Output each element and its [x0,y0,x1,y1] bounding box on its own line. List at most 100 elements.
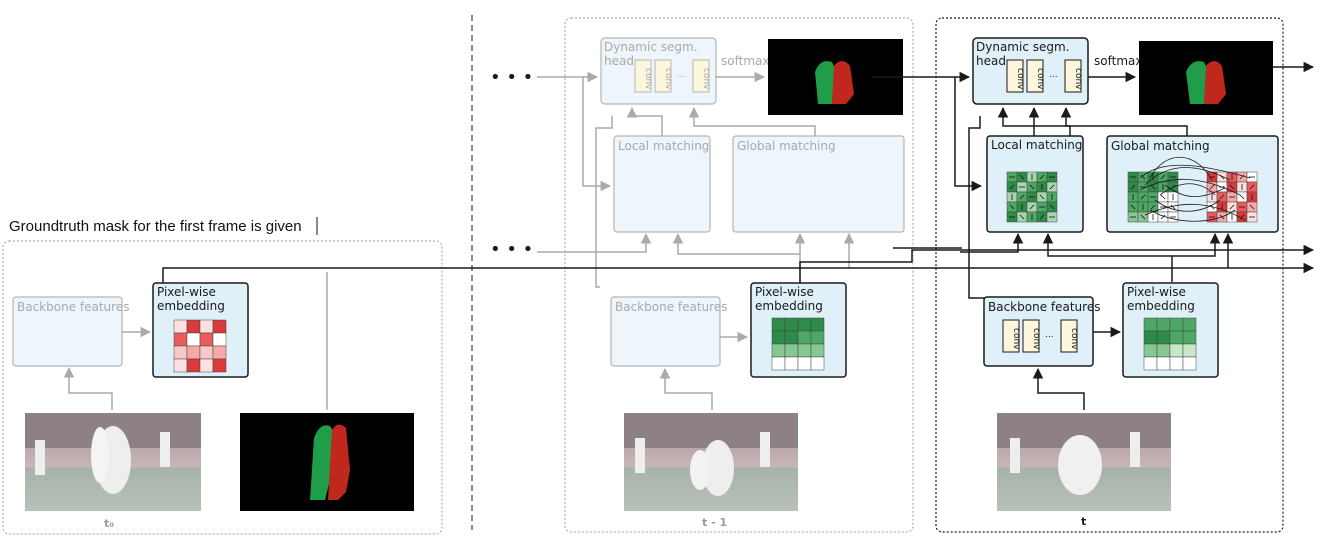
grid-cell [1143,343,1158,358]
tprev-embed-long-line [799,244,1315,283]
grid-cell [1156,343,1171,358]
grid-arrow [1249,184,1255,190]
grid-arrow [1130,204,1136,210]
grid-arrow [1039,194,1045,200]
tprev-embed-label-2: embedding [755,299,823,313]
grid-arrow [1029,204,1035,210]
grid-arrow [1039,214,1045,220]
t-global-grid-left [1127,171,1179,223]
grid-arrow [1209,184,1215,190]
grid-arrow [1229,184,1235,190]
grid-cell [173,319,188,334]
grid-arrow [1229,204,1235,210]
grid-cell [199,345,214,360]
grid-arrow [1239,214,1245,220]
grid-arrow [1049,184,1055,190]
grid-cell [173,345,188,360]
grid-arrow [1009,204,1015,210]
t0-groundtruth-mask [240,413,414,511]
grid-arrow [1019,214,1025,220]
grid-cell [212,345,227,360]
grid-cell [1182,330,1197,345]
grid-arrow [1140,174,1146,180]
t-global-label: Global matching [1111,139,1210,153]
t-frame-label: t [1081,515,1086,528]
grid-cell [1169,317,1184,332]
svg-text:...: ... [1045,330,1054,340]
grid-cell [212,319,227,334]
svg-text:...: ... [1049,70,1058,80]
t-output-mask [1139,41,1273,115]
grid-cell [186,345,201,360]
tprev-local-label: Local matching [618,139,709,153]
grid-cell [1156,330,1171,345]
t-backbone-feed [968,116,985,299]
tprev-conv-stack: conv conv ... conv [634,59,711,93]
t-frame-image [997,413,1171,511]
grid-cell [771,343,786,358]
t-global-arcs [1139,156,1251,222]
tprev-feed-line [582,77,612,192]
ellipsis-top: • • • [490,67,533,88]
grid-arrow [1150,204,1156,210]
grid-cell [186,319,201,334]
t-embedding-grid [1143,317,1197,371]
svg-text:conv: conv [1015,68,1025,90]
grid-cell [797,356,812,371]
grid-arrow [1249,204,1255,210]
grid-cell [212,358,227,373]
grid-cell [810,343,825,358]
tprev-local-to-dyn-2 [595,116,613,288]
t-image-to-backbone [1032,367,1085,410]
grid-arrow [1239,174,1245,180]
t-embed-to-global-2 [1172,232,1221,257]
svg-text:conv: conv [663,68,673,90]
t-conv-stack: conv conv ... conv [1006,59,1083,93]
t-global-to-dyn [1060,106,1188,136]
t-embed-label-1: Pixel-wise [1127,285,1186,299]
tprev-global-box [732,135,905,233]
grid-arrow [1009,184,1015,190]
grid-cell [186,332,201,347]
grid-cell [771,317,786,332]
svg-text:conv: conv [1031,328,1041,350]
grid-cell [1143,317,1158,332]
grid-cell [199,319,214,334]
grid-cell [810,356,825,371]
grid-arrow [1039,174,1045,180]
t-softmax-label: softmax [1094,54,1142,68]
t-feed-line [954,77,983,192]
panel-t0 [2,240,443,535]
grid-arrow [1130,184,1136,190]
grid-cell [1182,317,1197,332]
t0-embed-long-line [162,262,1315,283]
t-backbone-conv-stack: conv conv ... conv [1002,319,1079,353]
grid-cell [810,330,825,345]
tprev-embed-to-local [672,232,801,282]
grid-cell [810,317,825,332]
grid-arrow [1219,194,1225,200]
grid-cell [1143,356,1158,371]
t0-frame-label: t₀ [104,517,114,530]
t0-image-to-backbone [63,366,113,410]
tprev-global-to-dyn [688,106,816,136]
t-backbone-label: Backbone features [988,300,1100,314]
grid-cell [1182,356,1197,371]
t0-embed-label-1: Pixel-wise [157,285,216,299]
t-global-grid-right [1206,171,1258,223]
grid-cell [212,332,227,347]
t-embed-to-global [1042,232,1173,282]
tprev-mid-to-local [537,232,652,253]
t-local-label: Local matching [991,138,1082,152]
grid-arrow [1150,184,1156,190]
tprev-dyn-label-2: head [604,54,634,68]
grid-cell [1156,356,1171,371]
grid-arrow [1239,194,1245,200]
caption-text: Groundtruth mask for the first frame is … [9,218,302,235]
t0-backbone-label: Backbone features [17,300,129,314]
tprev-frame-label: t - 1 [702,516,727,529]
svg-text:conv: conv [1035,68,1045,90]
grid-cell [797,343,812,358]
panel-tprev [564,17,914,533]
